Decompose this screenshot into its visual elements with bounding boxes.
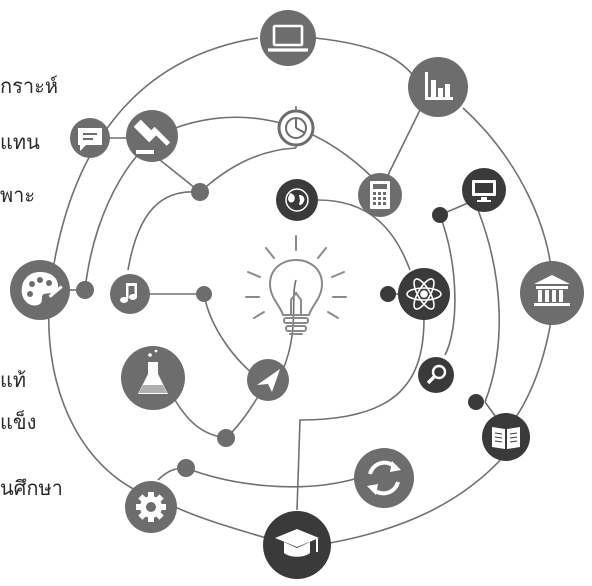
laptop-icon [268,24,308,52]
dot-palette [76,281,94,299]
node-globe [276,179,318,221]
connector-bar-bank [462,107,553,281]
lightbulb-icon [245,235,347,335]
text-fragment-1: กราะห์ [0,74,59,98]
dot-flask [217,429,235,447]
node-graduation-cap [263,511,331,579]
node-gavel [126,110,178,162]
gear-icon [136,492,166,522]
palette-icon [21,272,63,306]
text-fragment-5: แข็ง [0,410,37,434]
node-paper-plane [247,359,289,401]
magnifier-icon [426,364,447,385]
connector-dot-sync [185,467,359,488]
node-gear [125,481,177,533]
node-sync [354,448,414,508]
paper-plane-icon [257,369,280,392]
text-fragment-4: แท้ [0,368,27,392]
node-chat [70,118,110,158]
book-icon [492,427,520,449]
dot-gavel [191,183,209,201]
connector-monitor-book [477,209,501,403]
node-palette [10,260,70,320]
connector-outer-right [314,37,421,86]
connector-dots-dark [380,207,484,410]
atom-icon [406,278,442,310]
connector-music-arc [127,190,201,271]
graduation-cap-icon [275,529,319,557]
pie-chart-icon [285,117,307,139]
monitor-icon [472,180,496,202]
connector-bar-calc [387,109,421,176]
node-magnifier [418,357,454,393]
globe-icon [285,188,309,212]
flask-icon [138,349,168,394]
connector-book-cap [329,454,506,544]
connector-gavel-calc [169,116,376,181]
connector-dot-magnifier [439,214,456,356]
connector-globe-atom [317,199,411,271]
chat-icon [78,128,102,151]
connector-dot-plane [203,293,256,376]
node-calculator [358,173,402,217]
connector-outer-left [48,37,291,546]
bank-icon [534,275,570,306]
node-laptop [260,10,316,66]
connector-dots [76,183,235,477]
node-book [482,413,530,461]
node-music [110,274,150,314]
dot-book [468,394,484,410]
node-atom [398,268,450,320]
node-flask [121,346,185,410]
text-fragment-6: นศึกษา [0,476,63,500]
text-fragment-3: พาะ [0,183,36,207]
connector-flask-dot [174,399,227,439]
node-monitor [462,168,506,212]
music-note-icon [120,283,137,303]
dot-monitor [432,207,448,223]
bar-chart-icon [425,72,453,100]
node-bank [520,261,584,325]
connector-atom-cap [296,317,425,511]
calculator-icon [370,181,390,209]
connector-bank-book [509,314,553,426]
dot-gear [177,459,195,477]
gavel-icon [133,119,171,154]
node-bar-chart [408,57,468,117]
text-fragment-2: แทน [0,130,40,154]
node-pie-chart [277,109,315,147]
dot-music [196,286,212,302]
dot-atom [380,286,396,302]
